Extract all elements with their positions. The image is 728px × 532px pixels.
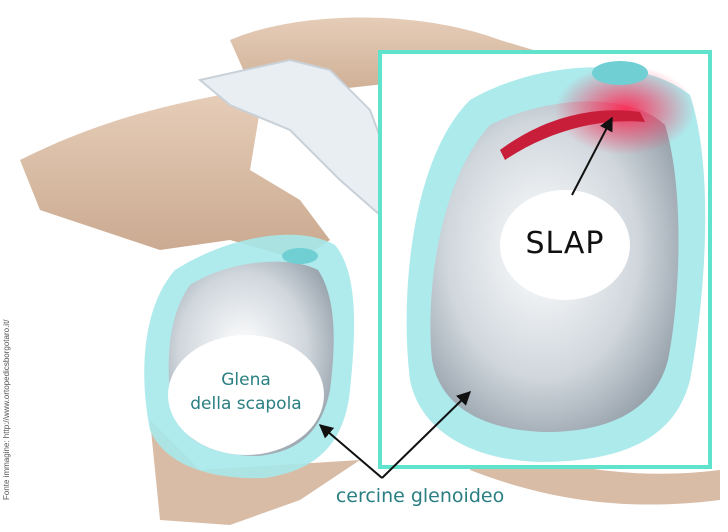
slap-label-bubble — [500, 190, 630, 300]
tendon-attach-large — [592, 61, 648, 85]
tendon-attach-small — [282, 248, 318, 264]
slap-label: SLAP — [525, 226, 605, 261]
arrow-slap — [571, 116, 613, 196]
glena-label-line2: della scapola — [190, 394, 302, 414]
slap-lesion-glow — [555, 65, 695, 155]
slap-lesion — [500, 110, 645, 160]
glena-label-bubble — [168, 335, 324, 455]
glena-label: Glena della scapola — [176, 368, 316, 416]
arrow-cercine-large — [381, 391, 472, 479]
cercine-label: cercine glenoideo — [335, 485, 505, 507]
arrow-cercine-small — [318, 424, 383, 479]
glena-label-line1: Glena — [221, 370, 271, 390]
inset-content — [406, 61, 706, 462]
scapula-bone — [20, 95, 330, 260]
rib-bone — [470, 440, 720, 505]
image-credit: Fonte immagine: http://www.ortopedicsbor… — [2, 319, 11, 500]
